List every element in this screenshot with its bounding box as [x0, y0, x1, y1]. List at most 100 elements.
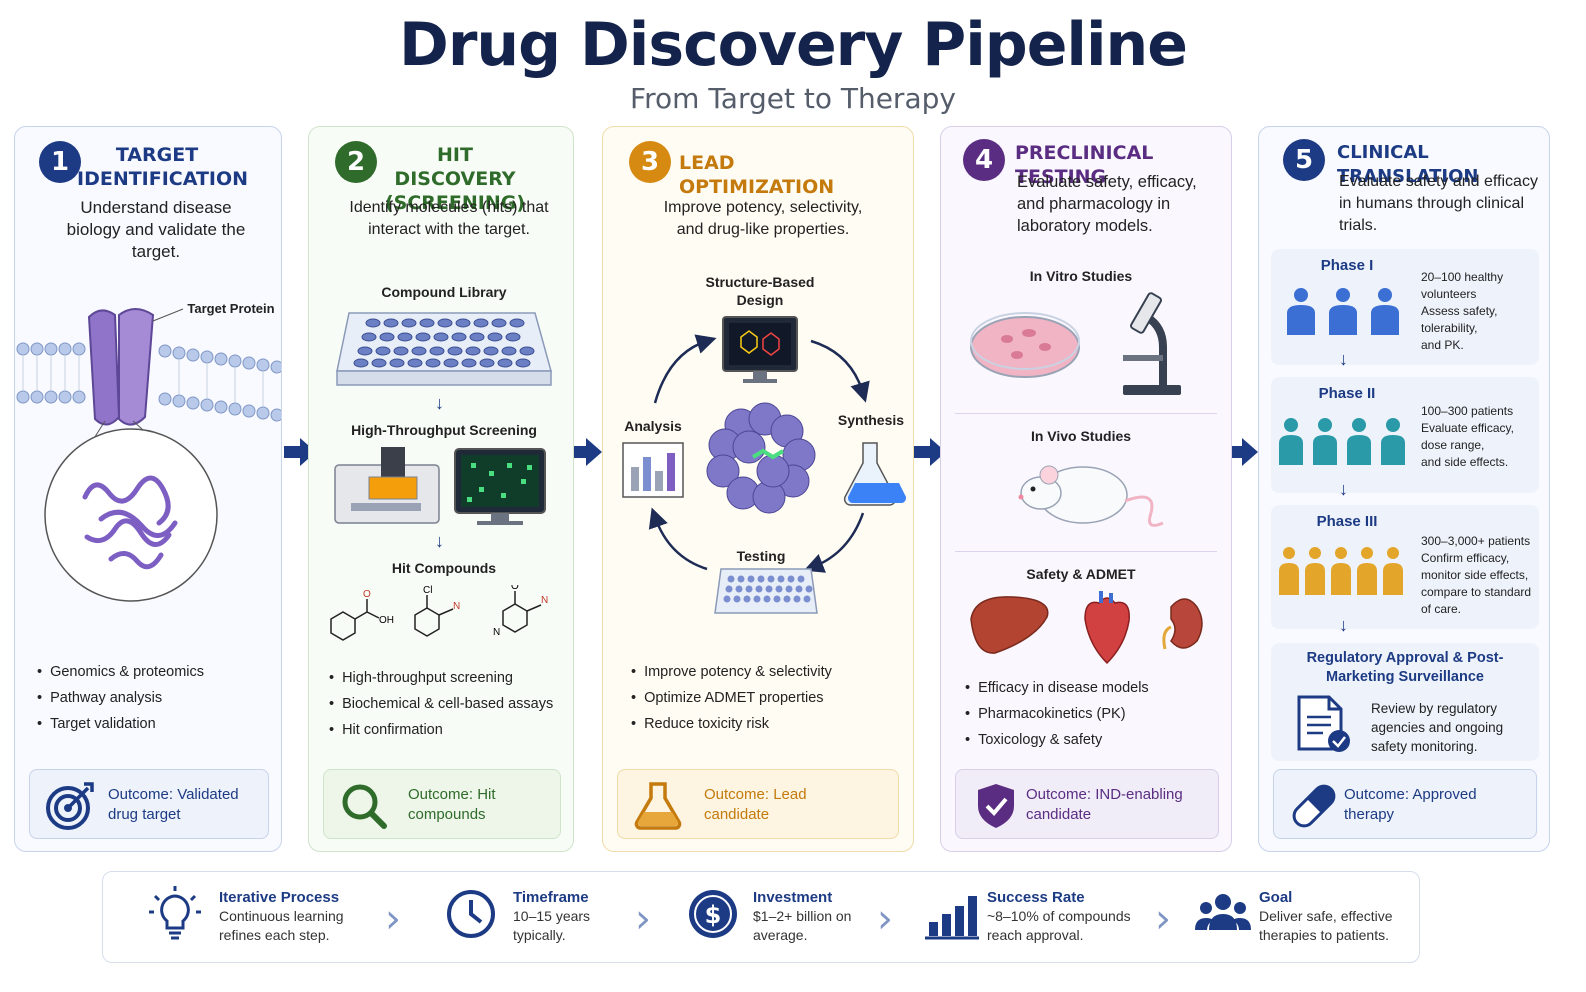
svg-text:O: O — [363, 589, 371, 600]
hts-label: High-Throughput Screening — [351, 422, 537, 438]
bullet-item: Hit confirmation — [329, 717, 553, 743]
outcome-text: Outcome: IND-enabling candidate — [1026, 786, 1183, 823]
bullet-item: Toxicology & safety — [965, 727, 1149, 753]
stage-description: Understand disease biology and validate … — [66, 198, 246, 261]
footer-item: Iterative Process Continuous learning re… — [219, 888, 369, 945]
stage-number-badge: 3 — [629, 141, 671, 183]
footer-item: Investment $1–2+ billion on average. — [753, 888, 873, 945]
stage-bullets: Genomics & proteomics Pathway analysis T… — [37, 659, 204, 737]
stage-description: Evaluate safety, efficacy, and pharmacol… — [1017, 173, 1197, 235]
footer-body: 10–15 years typically. — [513, 908, 591, 943]
regulatory-text: Review by regulatory agencies and ongoin… — [1371, 701, 1504, 754]
stage-panel-lead-optimization: 3 LEAD OPTIMIZATION Improve potency, sel… — [602, 126, 914, 852]
phase-text-line: Assess safety, — [1421, 304, 1498, 318]
dollar-icon: $ — [689, 890, 737, 938]
bullet-item: Genomics & proteomics — [37, 659, 204, 685]
stage-title: CLINICAL TRANSLATION — [1337, 142, 1479, 187]
synthesis-label: Synthesis — [837, 412, 905, 428]
bullet-item: Reduce toxicity risk — [631, 711, 832, 737]
footer-item: Success Rate ~8–10% of compounds reach a… — [987, 888, 1147, 945]
regulatory-card: Regulatory Approval & Post-Marketing Sur… — [1271, 643, 1539, 761]
phase-text-line: monitor side effects, — [1421, 568, 1529, 582]
screening-robot-illustration — [334, 447, 546, 525]
footer-body: Deliver safe, effective therapies to pat… — [1259, 908, 1393, 943]
down-arrow-icon: ↓ — [435, 531, 444, 551]
svg-text:Cl: Cl — [423, 585, 432, 596]
stage-bullets: High-throughput screening Biochemical & … — [329, 665, 553, 743]
footer-heading: Goal — [1259, 889, 1293, 906]
phase-text-line: Evaluate efficacy, — [1421, 421, 1514, 435]
right-arrow-icon — [914, 438, 946, 466]
stage-number-badge: 5 — [1283, 139, 1325, 181]
divider — [955, 413, 1217, 414]
capsule-icon — [1292, 784, 1336, 828]
footer-item: Goal Deliver safe, effective therapies t… — [1259, 888, 1409, 945]
flask-icon — [634, 782, 682, 830]
right-arrow-icon — [1226, 438, 1258, 466]
outcome-text: Outcome: Approved therapy — [1344, 786, 1477, 823]
phase-card-1: Phase I 20–100 healthy volunteers Assess… — [1271, 249, 1539, 365]
svg-text:N: N — [453, 601, 460, 612]
phase-text-line: and PK. — [1421, 338, 1464, 352]
people-icon — [1195, 894, 1251, 930]
svg-text:O: O — [511, 585, 519, 592]
outcome-box: Outcome: Lead candidate — [617, 769, 899, 839]
magnifier-icon — [342, 784, 387, 829]
analysis-label: Analysis — [624, 418, 682, 434]
down-arrow-icon: ↓ — [1339, 349, 1348, 369]
bullet-item: Efficacy in disease models — [965, 675, 1149, 701]
bullet-item: Improve potency & selectivity — [631, 659, 832, 685]
hit-compounds-label: Hit Compounds — [391, 560, 497, 576]
phase-text-line: compare to standard — [1421, 585, 1532, 599]
summary-footer: Iterative Process Continuous learning re… — [102, 871, 1420, 963]
membrane-protein-illustration — [16, 308, 281, 602]
bullet-item: Pathway analysis — [37, 685, 204, 711]
svg-text:N: N — [541, 595, 548, 606]
petri-dish-microscope-illustration — [970, 292, 1181, 395]
phase-text-line: of care. — [1421, 602, 1462, 616]
divider — [955, 551, 1217, 552]
footer-item: Timeframe 10–15 years typically. — [513, 888, 633, 945]
phase-card-3: Phase III 300–3,000+ patients Confirm ef… — [1271, 505, 1539, 629]
footer-body: ~8–10% of compounds reach approval. — [987, 908, 1131, 943]
stage-number-badge: 4 — [963, 139, 1005, 181]
stage-number-badge: 2 — [335, 141, 377, 183]
stage-description: Evaluate safety and efficacy in humans t… — [1339, 173, 1538, 234]
stage-description: Improve potency, selectivity, and drug-l… — [663, 199, 863, 238]
chevron-right-icon: › — [385, 896, 401, 942]
testing-label: Testing — [736, 548, 786, 564]
stage-number-badge: 1 — [39, 141, 81, 183]
bullet-item: Pharmacokinetics (PK) — [965, 701, 1149, 727]
svg-text:$: $ — [705, 901, 722, 929]
outcome-box: Outcome: Approved therapy — [1273, 769, 1537, 839]
people-group-icon — [1279, 547, 1403, 595]
in-vivo-label: In Vivo Studies — [1030, 428, 1132, 444]
page-subtitle: From Target to Therapy — [630, 82, 956, 115]
down-arrow-icon: ↓ — [435, 393, 444, 413]
safety-admet-label: Safety & ADMET — [1026, 566, 1136, 582]
stage-bullets: Improve potency & selectivity Optimize A… — [631, 659, 832, 737]
bullet-item: High-throughput screening — [329, 665, 553, 691]
bullet-item: Target validation — [37, 711, 204, 737]
mouse-illustration — [1018, 465, 1164, 527]
stage-title: PRECLINICAL TESTING — [1015, 142, 1154, 188]
phase-description: 300–3,000+ patients Confirm efficacy, mo… — [1421, 533, 1531, 618]
phase-text-line: tolerability, — [1421, 321, 1478, 335]
compound-library-label: Compound Library — [381, 284, 507, 300]
footer-heading: Iterative Process — [219, 889, 340, 906]
outcome-text: Outcome: Hit compounds — [408, 786, 496, 823]
target-protein-label: Target Protein — [187, 301, 275, 316]
phase-text-line: and side effects. — [1421, 455, 1509, 469]
phase-title: Phase I — [1320, 257, 1374, 274]
stage-bullets: Efficacy in disease models Pharmacokinet… — [965, 675, 1149, 753]
phase-text-line: dose range, — [1421, 438, 1485, 452]
page-title: Drug Discovery Pipeline — [399, 10, 1188, 80]
footer-body: Continuous learning refines each step. — [219, 908, 344, 943]
phase-text-line: 300–3,000+ patients — [1421, 534, 1531, 548]
down-arrow-icon: ↓ — [1339, 479, 1348, 499]
document-check-icon — [1297, 695, 1350, 752]
phase-description: 20–100 healthy volunteers Assess safety,… — [1421, 269, 1503, 354]
stage-panel-target-identification: 1 TARGET IDENTIFICATION Understand disea… — [14, 126, 282, 852]
target-icon — [46, 782, 94, 830]
